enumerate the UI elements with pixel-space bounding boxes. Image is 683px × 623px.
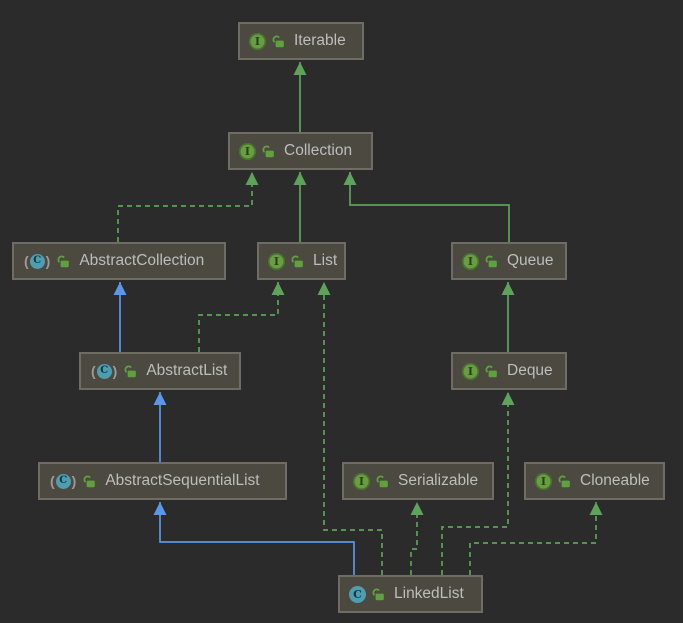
- edge-linked-list-to-cloneable-implements: [469, 502, 603, 575]
- node-label: AbstractList: [146, 362, 228, 379]
- node-cloneable[interactable]: I Cloneable: [524, 462, 665, 500]
- unlocked-icon: [262, 145, 274, 158]
- node-label: Queue: [507, 252, 554, 269]
- unlocked-icon: [372, 588, 384, 601]
- node-list[interactable]: I List: [257, 242, 346, 280]
- node-label: List: [313, 252, 338, 269]
- interface-icon: I: [249, 32, 266, 50]
- node-label: Cloneable: [580, 472, 650, 489]
- node-label: AbstractCollection: [79, 252, 205, 269]
- unlocked-icon: [57, 255, 70, 268]
- node-iterable[interactable]: I Iterable: [238, 22, 364, 60]
- node-abstract-collection[interactable]: (C) AbstractCollection: [12, 242, 226, 280]
- unlocked-icon: [485, 365, 497, 378]
- node-abstract-sequential-list[interactable]: (C) AbstractSequentialList: [38, 462, 287, 500]
- node-queue[interactable]: I Queue: [451, 242, 567, 280]
- class-icon: C: [349, 585, 366, 603]
- interface-icon: I: [268, 252, 285, 270]
- interface-icon: I: [462, 362, 479, 380]
- node-linked-list[interactable]: C LinkedList: [338, 575, 483, 613]
- unlocked-icon: [558, 475, 570, 488]
- node-abstract-list[interactable]: (C) AbstractList: [79, 352, 241, 390]
- node-label: Serializable: [398, 472, 479, 489]
- unlocked-icon: [291, 255, 303, 268]
- interface-icon: I: [353, 472, 370, 490]
- unlocked-icon: [124, 365, 137, 378]
- abstract-class-icon: (C): [50, 472, 77, 489]
- edge-linked-list-to-serializable-implements: [410, 502, 424, 575]
- edge-abstract-collection-to-collection-implements: [117, 172, 259, 242]
- edge-abstract-list-to-list-implements: [198, 282, 285, 352]
- unlocked-icon: [83, 475, 96, 488]
- abstract-class-icon: (C): [24, 252, 51, 269]
- interface-icon: I: [239, 142, 256, 160]
- node-label: AbstractSequentialList: [105, 472, 260, 489]
- unlocked-icon: [272, 35, 284, 48]
- interface-icon: I: [535, 472, 552, 490]
- edge-queue-to-collection-extends: [343, 172, 510, 242]
- interface-icon: I: [462, 252, 479, 270]
- node-label: Collection: [284, 142, 353, 159]
- node-serializable[interactable]: I Serializable: [342, 462, 494, 500]
- node-collection[interactable]: I Collection: [228, 132, 373, 170]
- node-deque[interactable]: I Deque: [451, 352, 567, 390]
- node-label: LinkedList: [394, 585, 464, 602]
- unlocked-icon: [376, 475, 388, 488]
- unlocked-icon: [485, 255, 497, 268]
- node-label: Deque: [507, 362, 553, 379]
- abstract-class-icon: (C): [91, 362, 118, 379]
- edge-linked-list-to-abstract-sequential-list-extends: [153, 502, 355, 575]
- edge-linked-list-to-list-implements: [317, 282, 383, 575]
- node-label: Iterable: [294, 32, 346, 49]
